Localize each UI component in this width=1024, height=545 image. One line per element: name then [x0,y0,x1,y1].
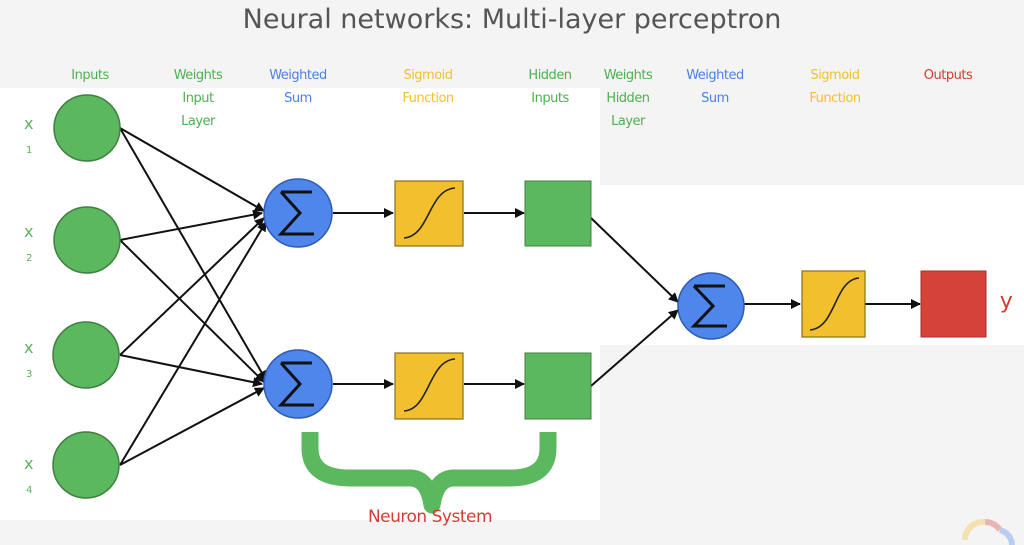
output-label-y: y [999,289,1013,314]
input-node-4 [52,431,120,499]
hidden-input-node-2 [524,352,592,420]
sigma-icon [277,190,314,236]
sigma-icon [277,361,314,407]
sigmoid-box-1 [394,180,464,247]
cloud-logo-icon [961,518,1015,545]
edge-x3-s2 [119,354,263,388]
sigma-icon [690,284,727,328]
sum-node-3 [677,272,745,340]
label-sigmoid-2: Sigmoid Function [809,68,861,106]
sum-node-1 [263,178,333,248]
input-label-x4: x 4 [24,454,34,496]
edge-x2-s2 [119,239,265,383]
hidden-input-node-1 [524,180,592,247]
label-weighted-sum-2: Weighted Sum [686,68,744,106]
sigmoid-box-3 [801,270,866,338]
edge-x3-s1 [119,217,265,356]
label-sigmoid-1: Sigmoid Function [402,68,454,106]
sigmoid-curve-icon [809,277,860,331]
edge-x4-s1 [119,221,267,466]
label-weighted-sum-1: Weighted Sum [269,68,327,106]
label-weights-hidden-layer: Weights Hidden Layer [603,68,653,129]
input-node-1 [53,94,121,162]
edge-h2-s3 [590,309,679,387]
input-to-sum-edges [119,127,921,466]
label-weights-input-layer: Weights Input Layer [173,68,223,129]
sum-node-2 [263,349,333,419]
edge-x1-s2 [119,127,267,381]
sigmoid-box-2 [394,352,464,420]
sigmoid-curve-icon [403,358,456,412]
edge-x1-s1 [119,127,265,212]
edge-x2-s1 [119,209,263,241]
output-node [920,270,987,338]
input-node-3 [52,321,120,389]
label-outputs: Outputs [923,68,973,83]
page-title: Neural networks: Multi-layer perceptron [242,4,782,35]
label-inputs: Inputs [71,68,109,83]
label-hidden-inputs: Hidden Inputs [528,68,572,106]
input-label-x3: x 3 [24,338,34,380]
edge-x4-s2 [119,387,265,466]
neuron-system-bracket [301,432,557,514]
input-node-2 [53,206,121,274]
edge-h1-s3 [590,217,679,303]
input-label-x1: x 1 [24,114,34,156]
input-label-x2: x 2 [24,222,34,264]
sigmoid-curve-icon [403,187,456,239]
neuron-system-label: Neuron System [367,507,493,527]
